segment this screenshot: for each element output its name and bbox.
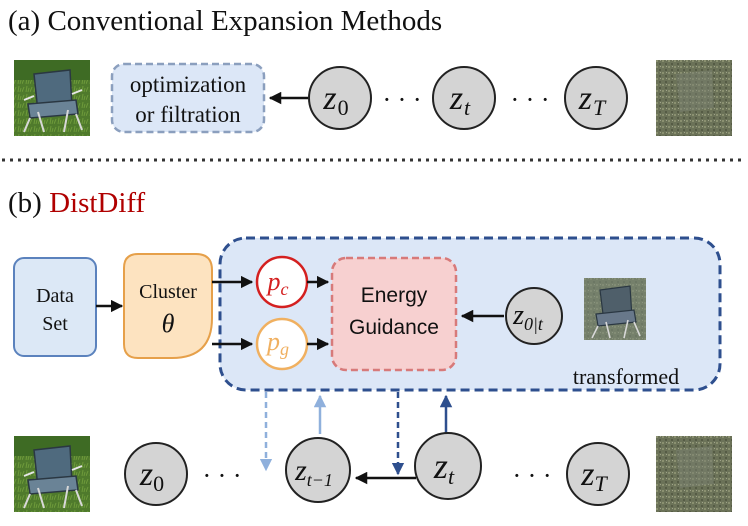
cluster-box: Cluster θ [123,253,213,359]
node-b-z0: z0 [124,442,188,506]
pg-node: pg [255,317,309,371]
svg-text:Cluster: Cluster [139,281,197,303]
input-image-b [13,435,91,513]
svg-text:pg: pg [265,327,289,359]
svg-text:zt: zt [449,80,471,120]
svg-text:zt: zt [433,446,455,489]
box-text-line2: or filtration [135,102,241,127]
node-b-zT: zT [566,442,630,506]
svg-text:z0: z0 [139,456,164,496]
svg-text:z0|t: z0|t [512,300,544,334]
svg-text:zT: zT [578,80,607,120]
dots-a-1: · · · [383,85,422,114]
node-b-ztm1: zt−1 [285,437,351,503]
svg-text:zT: zT [580,456,608,496]
section-b-title: (b) DistDiff [8,187,146,219]
energy-guidance-box: Energy Guidance [330,256,458,372]
node-a-zT: zT [564,66,628,130]
svg-text:pc: pc [266,267,289,299]
dots-a-2: · · · [511,85,550,114]
noisy-image-a [656,60,732,136]
dots-b-1: · · · [203,461,242,490]
noisy-image-b [656,436,732,512]
transformed-image [583,277,647,341]
svg-text:Energy: Energy [361,284,428,307]
node-a-z0: z0 [308,66,372,130]
svg-text:Data: Data [36,285,74,307]
svg-text:zt−1: zt−1 [294,454,333,490]
dots-b-2: · · · [513,461,552,490]
svg-text:θ: θ [162,309,175,338]
svg-text:Guidance: Guidance [349,316,439,339]
section-a-title: (a) Conventional Expansion Methods [8,5,442,37]
distdiff-name: DistDiff [49,187,145,219]
box-text-line1: optimization [130,72,247,97]
node-b-zt: zt [414,432,482,500]
transformed-label: transformed [573,364,679,389]
optimization-box: optimization or filtration [110,62,266,134]
svg-text:Set: Set [42,313,68,335]
data-set-box: Data Set [13,257,97,357]
svg-text:z0: z0 [322,80,348,120]
pc-node: pc [255,255,309,309]
node-a-zt: zt [432,66,496,130]
input-image-a [13,59,91,137]
z0t-node: z0|t [505,287,563,345]
